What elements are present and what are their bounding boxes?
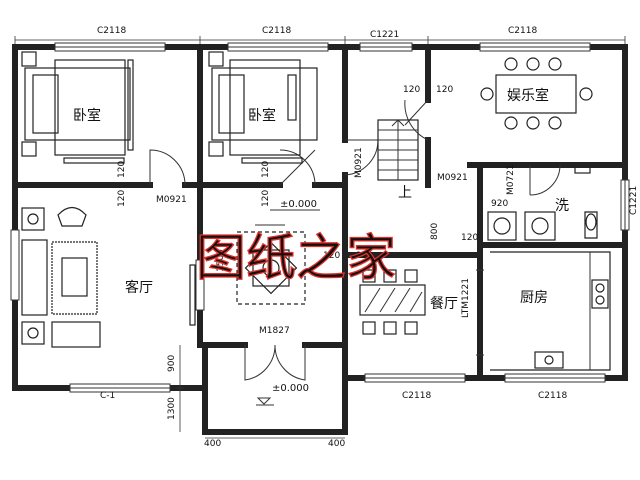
- bath-label: 洗: [555, 198, 569, 214]
- dim-1500: 1500: [216, 249, 226, 272]
- entertainment-label: 娱乐室: [507, 87, 549, 104]
- entertainment-furniture: [480, 57, 593, 130]
- door-code-kitchen: LTM1221: [461, 278, 471, 318]
- living-label: 客厅: [125, 279, 153, 296]
- bath-fixtures: [487, 164, 598, 241]
- dim-920: 920: [491, 199, 508, 209]
- dim-800: 800: [430, 223, 440, 240]
- top-dimension-line: [14, 36, 626, 44]
- window-code-bottom-mid: C2118: [402, 391, 431, 401]
- windows: [10, 42, 630, 393]
- hall-decoration: [236, 224, 306, 305]
- bedroom2-label: 卧室: [248, 107, 276, 124]
- dim-120-h: 120: [356, 251, 373, 261]
- bedroom1-label: 卧室: [73, 107, 101, 124]
- dim-120-g: 120: [323, 251, 340, 261]
- dining-label: 餐厅: [430, 296, 458, 312]
- window-code-right-side: C1221: [629, 186, 639, 215]
- staircase: [377, 119, 419, 181]
- dim-1300: 1300: [167, 397, 177, 420]
- dim-120-b: 120: [117, 190, 127, 207]
- window-code-bottom-right: C2118: [538, 391, 567, 401]
- bedroom1-furniture: [21, 51, 134, 164]
- window-code-top-left: C2118: [97, 26, 126, 36]
- door-code-stair-left: M0921: [354, 147, 364, 178]
- door-code-entrance: M1827: [259, 326, 290, 336]
- stair-up-label: 上: [398, 185, 412, 201]
- kitchen-label: 厨房: [520, 290, 548, 306]
- window-code-top-stair: C1221: [370, 30, 399, 40]
- door-code-stair-right: M0921: [437, 173, 468, 183]
- door-code-bath: M0721: [506, 164, 516, 195]
- window-code-bottom-left: C-1: [100, 391, 115, 401]
- bedroom2-furniture: [208, 51, 318, 164]
- door-code-living: M0921: [156, 195, 187, 205]
- window-code-top-right: C2118: [508, 26, 537, 36]
- hall-elevation: ±0.000: [280, 199, 317, 210]
- watermark: 图纸之家: [196, 229, 396, 287]
- window-code-top-mid: C2118: [262, 26, 291, 36]
- dim-120-a: 120: [117, 161, 127, 178]
- dim-900: 900: [167, 355, 177, 372]
- entry-marker: [256, 397, 274, 406]
- dim-120-d: 120: [261, 190, 271, 207]
- dim-400-right: 400: [328, 439, 345, 449]
- kitchen-fixtures: [490, 251, 611, 371]
- dim-120-f: 120: [436, 85, 453, 95]
- dining-furniture: [359, 269, 426, 335]
- entry-elevation: ±0.000: [272, 383, 309, 394]
- dim-120-e: 120: [403, 85, 420, 95]
- living-furniture: [21, 206, 196, 348]
- dim-120-i: 120: [461, 233, 478, 243]
- dimension-annotations: 120 120 120 120 120 120 120 120 120 920 …: [117, 85, 508, 449]
- dim-120-c: 120: [261, 161, 271, 178]
- dim-400-left: 400: [204, 439, 221, 449]
